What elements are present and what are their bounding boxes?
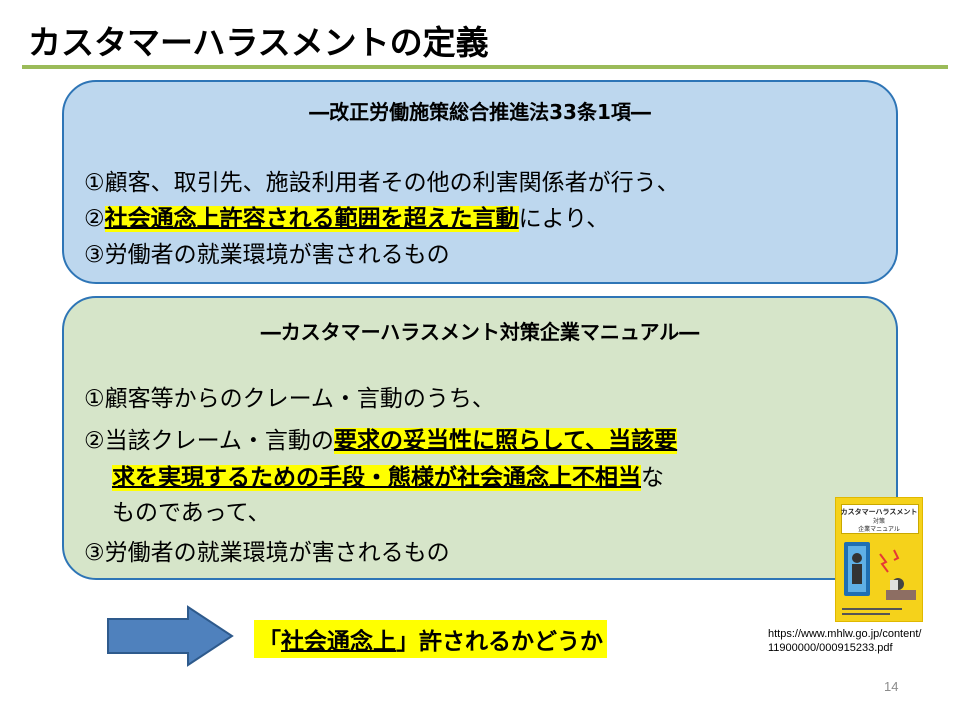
manual-line-2-highlight: 要求の妥当性に照らして、当該要 [333, 428, 678, 454]
conclusion-rest: 許されるかどうか [419, 629, 603, 655]
manual-line-3: 求を実現するための手段・態様が社会通念上不相当な [112, 463, 664, 493]
law-line-2-suffix: により、 [518, 206, 610, 232]
law-definition-box: ―改正労働施策総合推進法33条1項― ①顧客、取引先、施設利用者その他の利害関係… [62, 80, 898, 284]
manual-line-1: ①顧客等からのクレーム・言動のうち、 [84, 386, 495, 412]
conclusion-close-bracket: 」 [396, 629, 419, 655]
manual-line-3-highlight: 求を実現するための手段・態様が社会通念上不相当 [112, 465, 641, 491]
law-line-2: ②社会通念上許容される範囲を超えた言動により、 [84, 204, 609, 234]
right-arrow-icon [107, 605, 234, 667]
manual-cover-title: カスタマーハラスメント [840, 508, 918, 516]
conclusion-open-bracket: 「 [258, 629, 281, 655]
law-line-2-prefix: ② [84, 206, 105, 232]
conclusion-text: 「社会通念上」許されるかどうか [254, 620, 607, 658]
law-line-3: ③労働者の就業環境が害されるもの [84, 242, 450, 268]
manual-cover-title-band [841, 504, 919, 534]
manual-line-5: ③労働者の就業環境が害されるもの [84, 540, 450, 566]
manual-definition-heading: ―カスタマーハラスメント対策企業マニュアル― [260, 320, 700, 344]
law-line-1: ①顧客、取引先、施設利用者その他の利害関係者が行う、 [84, 170, 680, 196]
manual-cover-illustration-icon [842, 542, 916, 615]
title-underline [22, 65, 948, 69]
slide-title: カスタマーハラスメントの定義 [28, 23, 489, 62]
manual-cover-thumbnail: カスタマーハラスメント 対策 企業マニュアル [835, 497, 923, 622]
manual-line-2-prefix: ②当該クレーム・言動の [84, 428, 334, 454]
manual-definition-box: ―カスタマーハラスメント対策企業マニュアル― ①顧客等からのクレーム・言動のうち… [62, 296, 898, 580]
manual-line-3-suffix: な [641, 465, 664, 491]
manual-line-2: ②当該クレーム・言動の要求の妥当性に照らして、当該要 [84, 426, 678, 456]
page-number: 14 [884, 679, 899, 694]
source-url[interactable]: https://www.mhlw.go.jp/content/ 11900000… [768, 627, 921, 655]
law-line-2-highlight: 社会通念上許容される範囲を超えた言動 [104, 206, 519, 232]
law-definition-heading: ―改正労働施策総合推進法33条1項― [309, 100, 651, 124]
manual-line-4: ものであって、 [112, 500, 271, 526]
manual-cover-subtitle: 対策 [872, 518, 885, 525]
conclusion-highlight: 社会通念上 [281, 629, 396, 655]
source-url-line-1: https://www.mhlw.go.jp/content/ [768, 628, 922, 640]
source-url-line-2: 11900000/000915233.pdf [768, 642, 893, 654]
manual-cover-subtitle2: 企業マニュアル [858, 526, 900, 533]
